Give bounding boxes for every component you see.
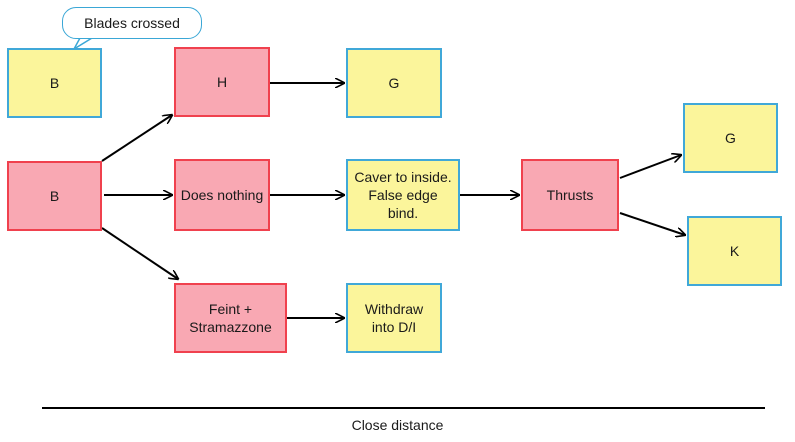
node-does-nothing: Does nothing	[174, 159, 270, 231]
axis-label: Close distance	[351, 417, 444, 433]
node-g-right-label: G	[725, 130, 736, 146]
node-withdraw: Withdraw into D/I	[346, 283, 442, 353]
node-b-main-label: B	[49, 188, 60, 204]
node-h-label: H	[216, 74, 228, 90]
node-h: H	[174, 47, 270, 117]
arrow-b-to-feint	[101, 227, 178, 279]
node-b-top: B	[7, 48, 102, 118]
callout-bubble: Blades crossed	[62, 7, 202, 39]
callout-text: Blades crossed	[84, 15, 180, 31]
node-withdraw-label: Withdraw into D/I	[364, 301, 424, 335]
node-k: K	[687, 216, 782, 286]
node-g-right: G	[683, 103, 778, 173]
node-g-top: G	[346, 48, 442, 118]
node-caver-label: Caver to inside. False edge bind.	[354, 169, 452, 221]
node-b-top-label: B	[49, 75, 60, 91]
arrow-thrusts-to-k	[619, 212, 685, 235]
node-thrusts: Thrusts	[521, 159, 619, 231]
node-g-top-label: G	[388, 75, 400, 91]
arrow-thrusts-to-g	[619, 155, 681, 179]
node-caver: Caver to inside. False edge bind.	[346, 159, 460, 231]
node-feint-label: Feint + Stramazzone	[189, 301, 272, 335]
arrow-b-to-h	[101, 115, 172, 162]
node-thrusts-label: Thrusts	[546, 187, 594, 203]
node-k-label: K	[729, 243, 740, 259]
node-b-main: B	[7, 161, 102, 231]
node-feint: Feint + Stramazzone	[174, 283, 287, 353]
node-does-nothing-label: Does nothing	[180, 187, 264, 203]
